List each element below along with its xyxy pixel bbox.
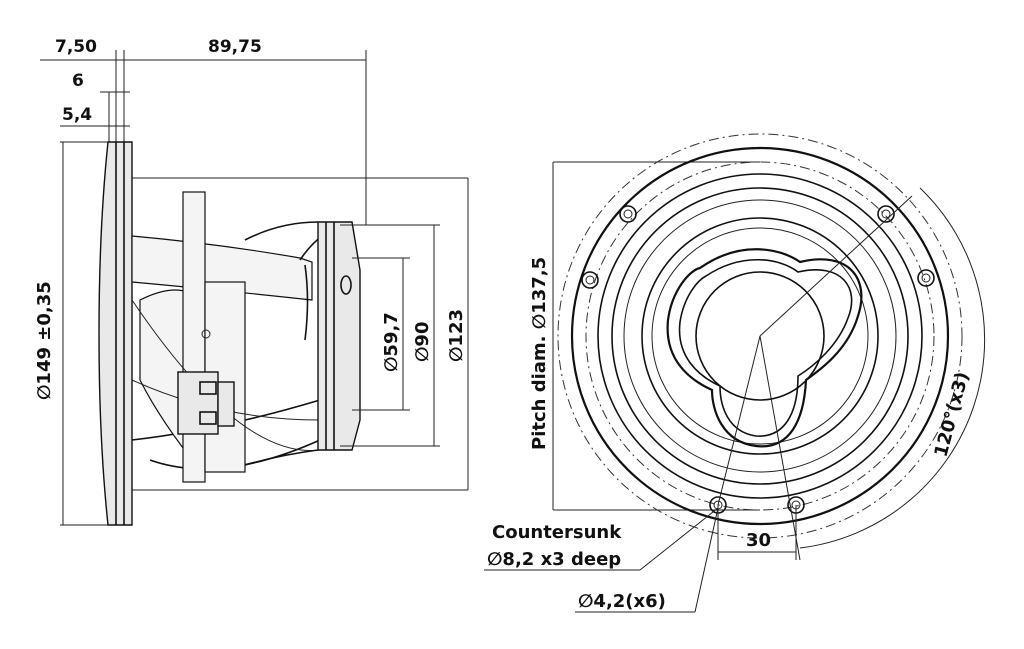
top-dimensions: 7,50 89,75 6 5,4 xyxy=(40,37,367,225)
mounting-hole xyxy=(619,205,637,223)
motor-assembly xyxy=(244,221,361,466)
dim-89-75: 89,75 xyxy=(208,37,262,57)
hole-diameter-label: ∅4,2(x6) xyxy=(578,591,666,612)
spacing-30-label: 30 xyxy=(746,530,771,551)
outer-diameter-dimension: ∅149 ±0,35 xyxy=(34,141,110,526)
front-view: Pitch diam. ∅137,5 xyxy=(484,133,986,613)
dim-d123: ∅123 xyxy=(446,309,467,362)
mounting-hole xyxy=(917,269,935,287)
countersunk-label: Countersunk xyxy=(492,522,622,543)
countersunk-depth-label: ∅8,2 x3 deep xyxy=(487,549,621,570)
dim-5-4: 5,4 xyxy=(62,105,92,125)
dim-outer-diameter: ∅149 ±0,35 xyxy=(34,281,55,400)
mounting-hole xyxy=(877,205,895,223)
speaker-flange xyxy=(98,141,133,526)
pitch-diameter-dimension: Pitch diam. ∅137,5 xyxy=(529,161,760,511)
terminal-connector xyxy=(177,329,235,435)
side-view: 7,50 89,75 6 5,4 ∅149 ±0,35 xyxy=(34,37,469,526)
pitch-diameter-label: Pitch diam. ∅137,5 xyxy=(529,257,550,450)
inner-diameter-dimensions: ∅59,7 ∅90 ∅123 xyxy=(340,178,469,490)
construction-lines xyxy=(717,187,986,561)
dim-d90: ∅90 xyxy=(412,322,433,362)
speaker-front-rings xyxy=(557,133,963,539)
angle-label: 120°(x3) xyxy=(931,370,974,460)
dim-7-50: 7,50 xyxy=(55,37,97,57)
leader-lines xyxy=(484,507,719,613)
dim-d59-7: ∅59,7 xyxy=(381,312,402,372)
dim-6: 6 xyxy=(72,71,84,91)
trefoil-waveguide xyxy=(666,248,863,448)
mounting-hole xyxy=(581,271,599,289)
